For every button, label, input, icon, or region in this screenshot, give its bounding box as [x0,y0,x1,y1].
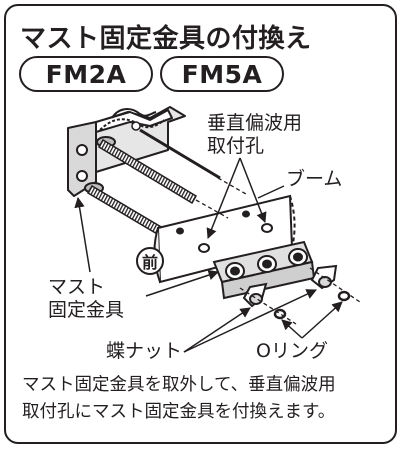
instruction-text: マスト固定金具を取外して、垂直偏波用 取付孔にマスト固定金具を付換えます。 [22,375,336,423]
panel-frame [4,4,397,444]
page-title: マスト固定金具の付換え [20,24,312,54]
mast-bracket-label: マスト 固定金具 [48,276,125,321]
o-ring-icon [273,290,351,320]
vertical-polarization-hole-label: 垂直偏波用 取付孔 [207,112,303,157]
boom-label: ブーム [286,168,343,190]
model-badge-fm2a: FM2A [19,56,153,92]
model-badge-fm5a: FM5A [160,56,284,92]
butterfly-nut-label: 蝶ナット [106,340,183,362]
mast-bracket-icon [67,106,186,197]
wing-nut-icon [242,264,338,308]
o-ring-label: Oリング [256,340,328,362]
front-marker: 前 [136,247,164,275]
element-clamp-icon [212,240,316,300]
